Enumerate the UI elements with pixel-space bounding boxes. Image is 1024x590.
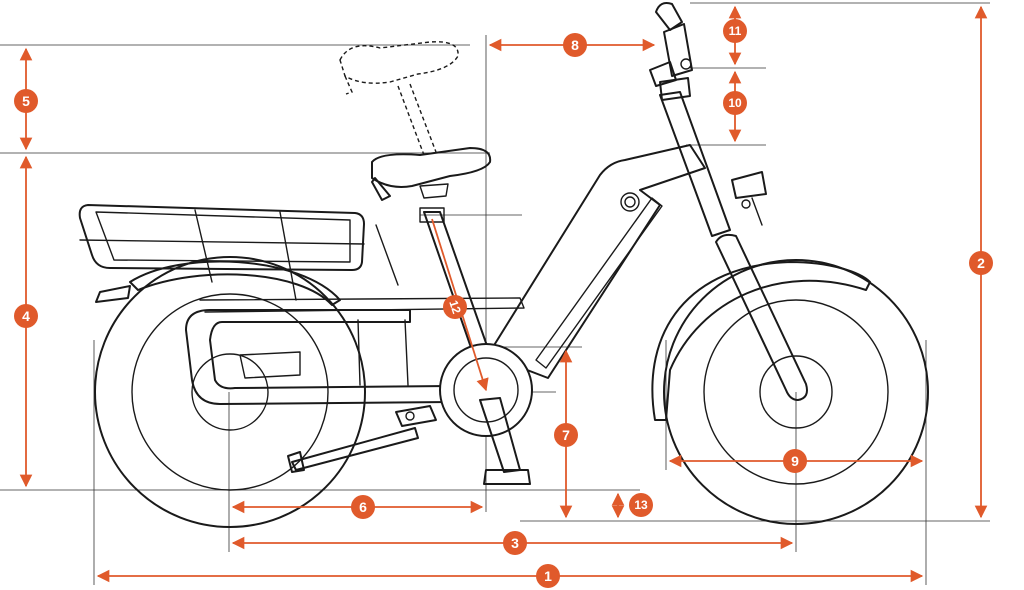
- rear-frame-loop: [185, 309, 451, 405]
- raised-saddle-outline: [339, 41, 459, 156]
- front-fork: [715, 233, 808, 401]
- dimension-label-13: 13: [634, 498, 648, 512]
- dimension-badge-10: 10: [723, 91, 747, 115]
- dimension-label-9: 9: [791, 453, 799, 469]
- rear-wheel: [94, 256, 366, 528]
- dimension-label-10: 10: [728, 96, 742, 110]
- dimension-label-8: 8: [571, 37, 579, 53]
- headlight-icon: [731, 171, 767, 226]
- dimension-badge-7: 7: [554, 423, 578, 447]
- dimension-lines: [19, 5, 988, 583]
- bike-illustration: [78, 2, 929, 528]
- dimension-label-7: 7: [562, 427, 570, 443]
- rear-fender: [129, 260, 341, 306]
- dimension-label-5: 5: [22, 93, 30, 109]
- front-fender: [651, 261, 871, 421]
- head-tube: [659, 91, 731, 237]
- dimension-badge-12: 12: [443, 295, 467, 319]
- dimension-badge-6: 6: [351, 495, 375, 519]
- dimension-label-2: 2: [977, 255, 985, 271]
- dimension-badge-1: 1: [536, 564, 560, 588]
- dimension-badge-13: 13: [629, 493, 653, 517]
- saddle-icon: [371, 147, 492, 201]
- dimension-badge-11: 11: [723, 19, 747, 43]
- dimension-badge-2: 2: [969, 251, 993, 275]
- rear-rack: [78, 204, 399, 303]
- dimension-badge-8: 8: [563, 33, 587, 57]
- dimension-label-6: 6: [359, 499, 367, 515]
- dimension-label-1: 1: [544, 568, 552, 584]
- dimension-label-3: 3: [511, 535, 519, 551]
- dimension-badge-3: 3: [503, 531, 527, 555]
- dimension-badge-9: 9: [783, 449, 807, 473]
- dimension-badges: 1 2 3 4 5 6 7 8: [14, 19, 993, 588]
- down-tube: [487, 144, 706, 379]
- dimension-badge-4: 4: [14, 304, 38, 328]
- kickstand: [287, 405, 437, 473]
- seat-tube: [423, 211, 493, 363]
- dimension-label-11: 11: [729, 24, 742, 38]
- dimension-label-12: 12: [446, 298, 464, 315]
- front-wheel: [663, 259, 929, 525]
- reference-lines: [0, 2, 990, 585]
- dimension-badge-5: 5: [14, 89, 38, 113]
- dimension-label-4: 4: [22, 308, 30, 324]
